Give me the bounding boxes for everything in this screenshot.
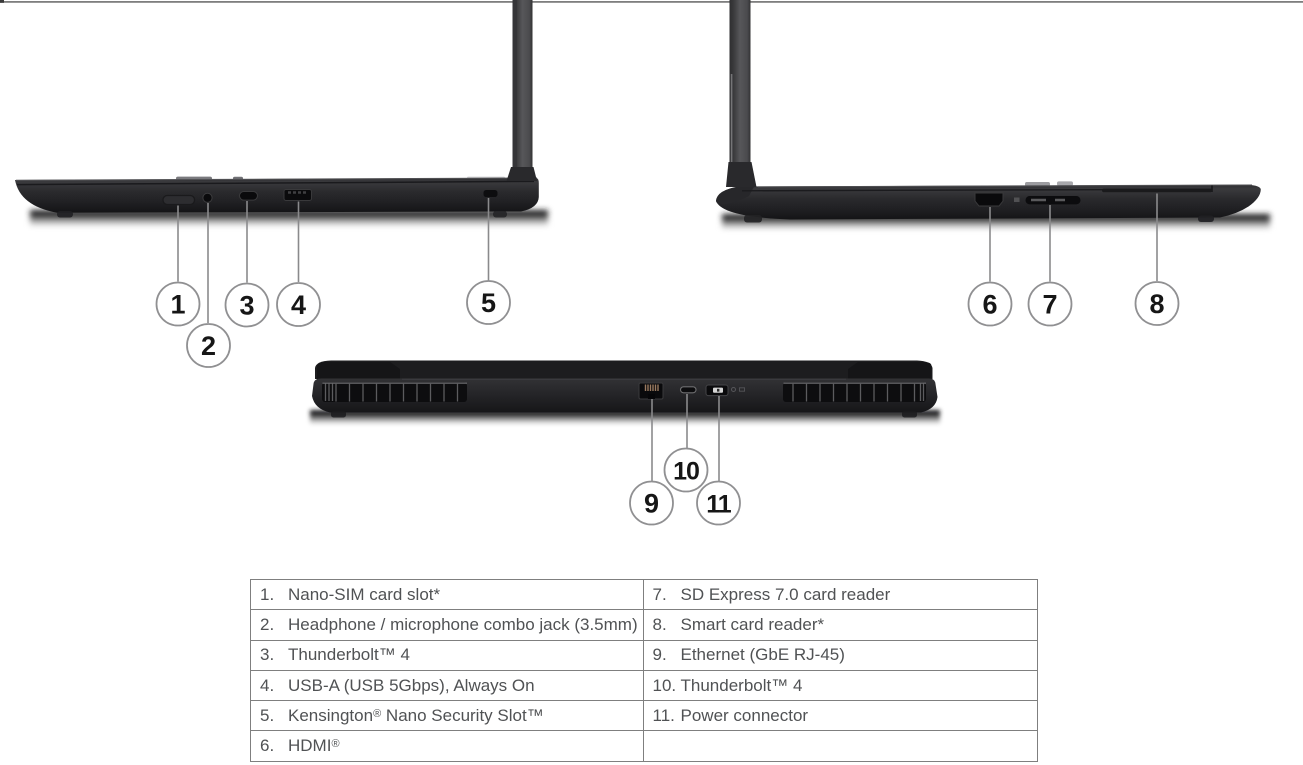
svg-text:11: 11 xyxy=(706,491,732,519)
svg-text:2: 2 xyxy=(201,331,216,361)
svg-text:10: 10 xyxy=(673,458,699,486)
svg-text:9: 9 xyxy=(644,489,659,519)
svg-text:7: 7 xyxy=(1042,290,1057,320)
svg-text:8: 8 xyxy=(1149,289,1164,319)
svg-text:1: 1 xyxy=(170,290,185,320)
svg-text:4: 4 xyxy=(291,290,306,320)
svg-text:3: 3 xyxy=(239,291,254,321)
svg-text:6: 6 xyxy=(982,290,997,320)
svg-text:5: 5 xyxy=(481,288,496,318)
